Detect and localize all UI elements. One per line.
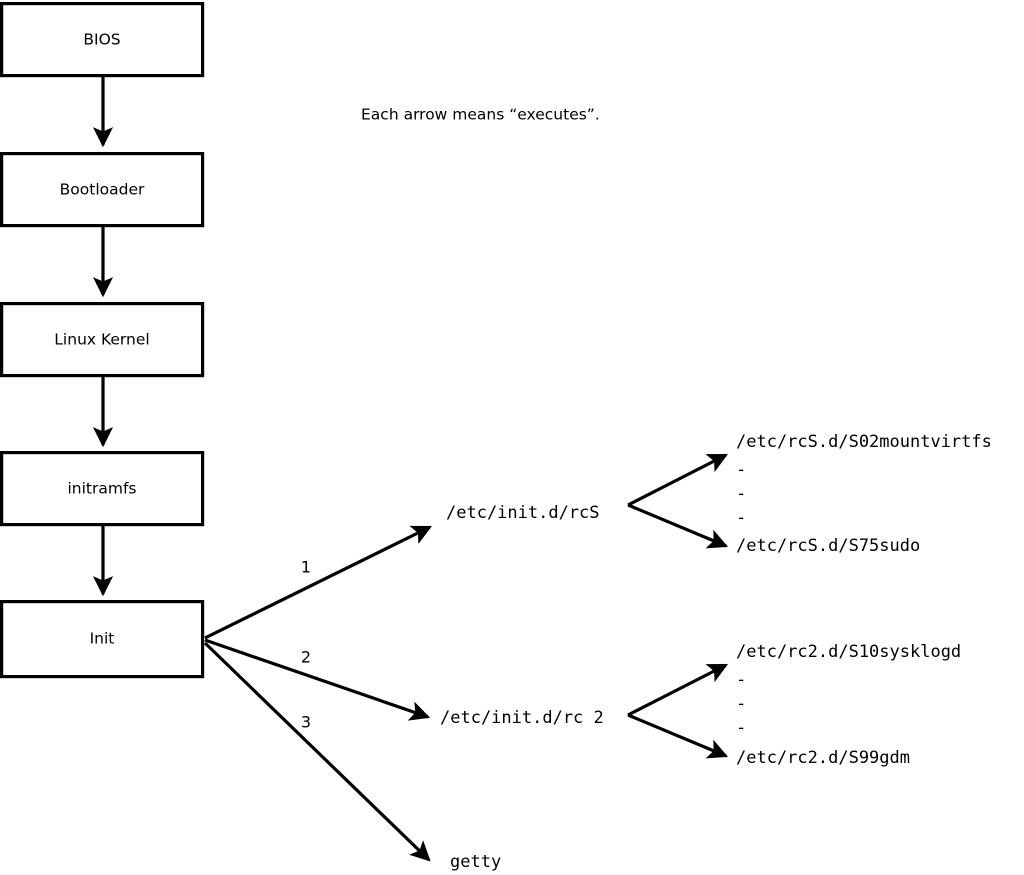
box-initramfs-label: initramfs [67, 480, 136, 498]
caption-each-arrow-means-executes: Each arrow means “executes”. [361, 106, 600, 124]
rcs-ellipsis-dash-2: - [736, 484, 746, 504]
box-bios [0, 1, 205, 78]
label-rc2-last-script: /etc/rc2.d/S99gdm [736, 748, 910, 768]
arrow-init-to-getty [203, 641, 431, 862]
label-etc-init-d-rcs: /etc/init.d/rcS [446, 503, 600, 523]
edge-number-2: 2 [301, 648, 311, 667]
box-init-label: Init [90, 630, 115, 648]
box-bootloader [0, 152, 205, 228]
arrow-rc2-to-first-script [627, 663, 728, 717]
edge-number-1: 1 [301, 558, 311, 577]
arrow-init-to-rc2 [204, 638, 431, 721]
arrow-rc2-to-last-script [627, 713, 729, 759]
rc2-ellipsis-dash-3: - [736, 718, 746, 738]
label-rcs-first-script: /etc/rcS.d/S02mountvirtfs [736, 432, 992, 452]
label-rc2-first-script: /etc/rc2.d/S10sysklogd [736, 642, 961, 662]
rc2-ellipsis-dash-2: - [736, 694, 746, 714]
box-init [0, 599, 205, 679]
boot-stage-initramfs: initramfs [0, 451, 205, 527]
boot-stage-init: Init [0, 599, 205, 679]
boot-stage-kernel: Linux Kernel [0, 302, 205, 378]
rcs-ellipsis-dash-1: - [736, 460, 746, 480]
rcs-ellipsis-dash-3: - [736, 508, 746, 528]
box-bootloader-label: Bootloader [60, 181, 145, 199]
arrow-rcs-to-last-script [627, 503, 729, 549]
arrow-init-to-rcs [204, 525, 433, 640]
label-rcs-last-script: /etc/rcS.d/S75sudo [736, 536, 920, 556]
box-initramfs [0, 451, 205, 527]
label-etc-init-d-rc-2: /etc/init.d/rc 2 [440, 708, 604, 728]
rc2-ellipsis-dash-1: - [736, 670, 746, 690]
boot-stage-bios: BIOS [0, 1, 205, 78]
label-getty: getty [450, 852, 501, 872]
box-kernel [0, 302, 205, 378]
edge-number-3: 3 [301, 713, 311, 732]
arrow-rcs-to-first-script [627, 453, 728, 507]
box-kernel-label: Linux Kernel [54, 331, 149, 349]
box-bios-label: BIOS [83, 31, 120, 49]
boot-stage-bootloader: Bootloader [0, 152, 205, 228]
